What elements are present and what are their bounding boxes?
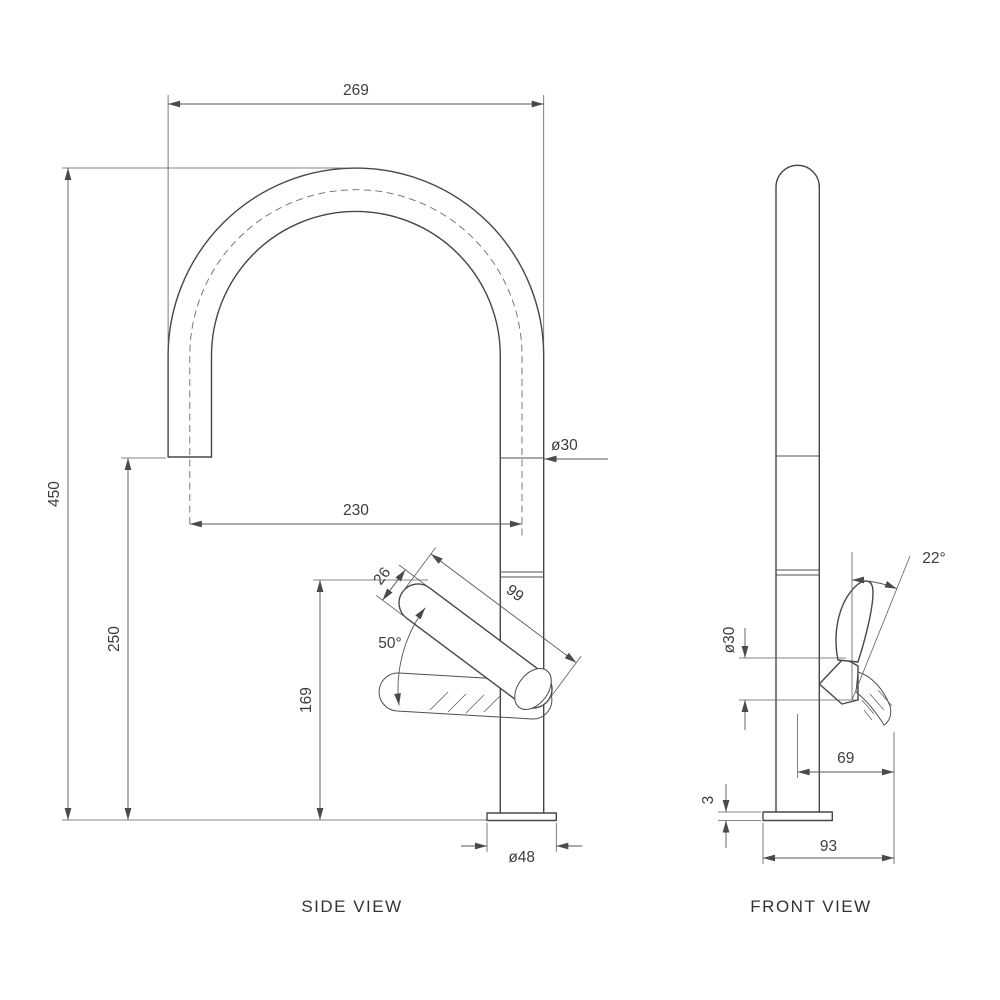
gooseneck-inner-profile bbox=[210, 210, 501, 814]
dim-d30-front: ø30 bbox=[721, 626, 738, 653]
dim-26: 26 bbox=[370, 564, 394, 588]
base-flange bbox=[486, 812, 557, 822]
dim-169: 169 bbox=[298, 687, 315, 713]
spout-centerline bbox=[189, 189, 523, 540]
handle-lever-lowered bbox=[378, 672, 553, 720]
hatch-line bbox=[447, 693, 467, 713]
front-view-label: FRONT VIEW bbox=[750, 897, 871, 916]
dim-99: 99 bbox=[503, 581, 527, 605]
handle-pivot-cap bbox=[514, 668, 552, 710]
body-tube bbox=[775, 164, 820, 813]
hatch-line bbox=[863, 709, 873, 721]
side-view: 269 450 250 169 230 ø30 26 99 50° bbox=[46, 82, 608, 916]
hatch-line bbox=[483, 695, 501, 713]
dim-50deg: 50° bbox=[378, 635, 401, 652]
handle-underside bbox=[855, 671, 892, 726]
front-view: 22° ø30 69 3 93 FRONT VIEW bbox=[700, 164, 946, 916]
hatch-line bbox=[869, 693, 885, 711]
dim-230: 230 bbox=[343, 502, 369, 519]
hatch-line bbox=[877, 689, 893, 707]
dim-22deg: 22° bbox=[922, 550, 945, 567]
hatch-line bbox=[429, 691, 449, 711]
extension-line bbox=[547, 656, 582, 701]
side-view-label: SIDE VIEW bbox=[301, 897, 402, 916]
hatch-line bbox=[861, 699, 875, 715]
angle-reference-line bbox=[851, 555, 911, 701]
dim-d48: ø48 bbox=[508, 849, 535, 866]
dim-93: 93 bbox=[820, 838, 837, 855]
dim-250: 250 bbox=[106, 626, 123, 652]
gooseneck-outer-profile bbox=[167, 167, 545, 814]
dim-269: 269 bbox=[343, 82, 369, 99]
angle-arc bbox=[851, 576, 898, 590]
handle-cartridge-boss bbox=[818, 657, 859, 705]
dimension-line bbox=[382, 569, 406, 601]
hatch-line bbox=[465, 694, 485, 714]
dim-d30-side: ø30 bbox=[551, 437, 578, 454]
dimension-line bbox=[430, 553, 577, 664]
angle-arc bbox=[394, 607, 426, 706]
handle-blade bbox=[835, 580, 874, 663]
dim-3: 3 bbox=[700, 796, 717, 805]
dim-69: 69 bbox=[837, 750, 854, 767]
base-flange-front bbox=[762, 811, 833, 822]
dim-450: 450 bbox=[46, 481, 63, 507]
extension-line bbox=[402, 547, 437, 592]
